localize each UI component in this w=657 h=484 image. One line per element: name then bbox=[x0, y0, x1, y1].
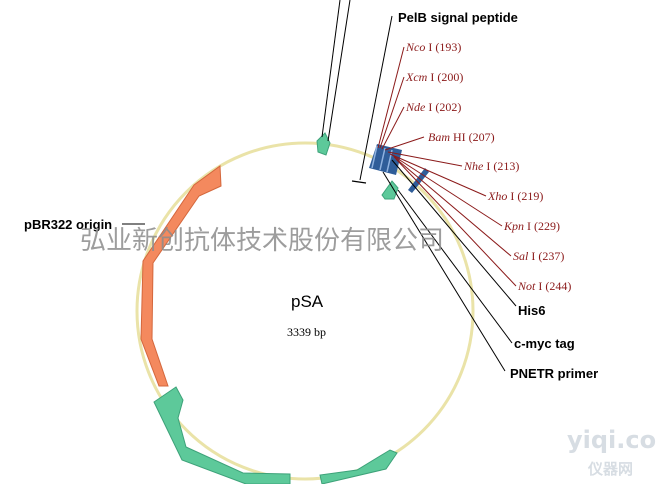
company-watermark: 弘业新创抗体技术股份有限公司 bbox=[80, 226, 444, 256]
primer-bar bbox=[351, 180, 367, 184]
site-watermark-cn: 仪器网 bbox=[587, 460, 633, 478]
plasmid-size: 3339 bp bbox=[287, 325, 326, 339]
site-label-nhei: Nhe I (213) bbox=[463, 159, 519, 173]
mcs-block bbox=[369, 144, 429, 193]
site-watermark: yiqi.com bbox=[567, 426, 657, 454]
primer-label: PNETR primer bbox=[510, 366, 598, 381]
resistance-gene-arrow-right bbox=[319, 449, 398, 484]
site-label-xcmi: Xcm I (200) bbox=[405, 70, 463, 84]
resistance-gene-arrow bbox=[153, 386, 291, 484]
site-label-ncoi: Nco I (193) bbox=[405, 40, 461, 54]
primer-marker-top bbox=[316, 132, 331, 156]
site-label-kpni: Kpn I (229) bbox=[503, 219, 560, 233]
plasmid-backbone bbox=[135, 141, 475, 481]
origin-arrow bbox=[140, 165, 222, 387]
cmyc-label: c-myc tag bbox=[514, 336, 575, 351]
site-leader-lines bbox=[377, 46, 517, 287]
site-label-bamhi: Bam HI (207) bbox=[428, 130, 495, 144]
his6-label: His6 bbox=[518, 303, 545, 318]
plasmid-name: pSA bbox=[291, 292, 324, 311]
leader-lines bbox=[321, 0, 517, 372]
site-label-xhoi: Xho I (219) bbox=[487, 189, 543, 203]
site-label-noti: Not I (244) bbox=[517, 279, 571, 293]
site-label-ndei: Nde I (202) bbox=[405, 100, 461, 114]
origin-label: pBR322 origin bbox=[24, 217, 112, 232]
pelb-label: PelB signal peptide bbox=[398, 10, 518, 25]
site-label-sali: Sal I (237) bbox=[513, 249, 564, 263]
